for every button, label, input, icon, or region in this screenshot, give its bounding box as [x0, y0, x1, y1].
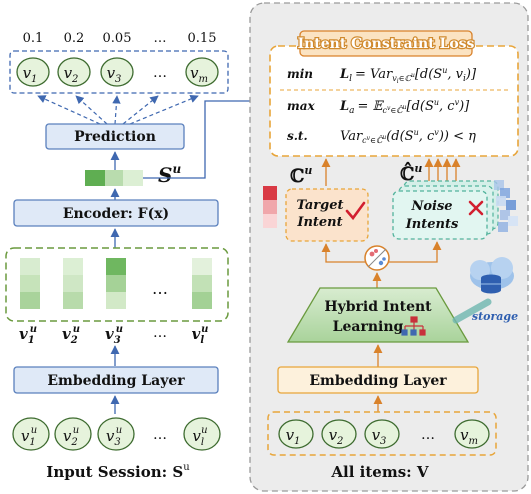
noise-set-symbol: ℂ̂u: [400, 161, 422, 185]
embedding-layer-right-box: [277, 366, 479, 394]
cross-icon: [468, 200, 484, 216]
encoder-box: [13, 199, 219, 227]
svg-text:v1u: v1u: [19, 324, 37, 346]
storage-label: storage: [472, 310, 518, 323]
prob-ellipsis: …: [154, 31, 167, 46]
svg-text:min: min: [287, 67, 313, 81]
output-items-box: [9, 50, 229, 94]
svg-text:vm: vm: [190, 64, 208, 85]
output-node-m: [185, 57, 219, 87]
left-caption: Input Session: Su: [46, 462, 190, 481]
svg-text:v1: v1: [23, 64, 38, 85]
all-items-box: [267, 411, 497, 456]
storage-arrow: [452, 298, 492, 324]
svg-text:max: max: [287, 99, 315, 113]
noise-intents-stack: [392, 180, 499, 240]
equation-3: s.t. Varcv∈ℂ̂u(d(Su, cv)) < η: [287, 128, 476, 145]
session-representation-bar: [85, 170, 143, 186]
svg-text:vlu: vlu: [192, 425, 207, 448]
probability-row: 0.1 0.2 0.05 … 0.15: [23, 31, 217, 46]
embedding-layer-left-box: [13, 366, 219, 394]
arrow-su-to-loss: [143, 96, 269, 179]
prob-2: 0.2: [64, 31, 85, 46]
svg-text:La= 𝔼cv∈ℂ̂u[d(Su, cv)]: La= 𝔼cv∈ℂ̂u[d(Su, cv)]: [339, 98, 470, 116]
storage-icon: [470, 257, 514, 294]
svg-text:v1u: v1u: [21, 425, 37, 448]
svg-text:…: …: [421, 427, 435, 443]
svg-text:v2: v2: [64, 64, 79, 85]
prediction-box: [45, 123, 185, 150]
hybrid-label-1: Hybrid Intent: [324, 299, 432, 315]
target-intent-box: [285, 188, 369, 242]
loss-title-box: [299, 30, 473, 57]
embedding-ellipsis: …: [152, 279, 168, 298]
check-icon: [345, 201, 366, 221]
encoder-label: Encoder: F(x): [63, 206, 169, 222]
embedding-layer-right-label: Embedding Layer: [309, 373, 447, 389]
noise-intent-label-1: Noise: [410, 199, 452, 214]
target-intent-label-2: Intent: [296, 215, 342, 230]
output-node-3: [100, 57, 134, 87]
svg-text:v1: v1: [286, 426, 301, 447]
prob-3: 0.05: [103, 31, 132, 46]
svg-text:v3: v3: [372, 426, 387, 447]
hierarchy-icon: [401, 316, 426, 336]
equation-1: min Ll= Varvi∈ℂu[d(Su, vi)]: [287, 66, 477, 85]
svg-text:v2u: v2u: [62, 324, 80, 346]
prob-1: 0.1: [23, 31, 44, 46]
svg-text:v3u: v3u: [106, 425, 122, 448]
arrow-to-noise-intents: [377, 241, 442, 263]
svg-text:vlu: vlu: [192, 324, 209, 346]
equation-2: max La= 𝔼cv∈ℂ̂u[d(Su, cv)]: [287, 98, 470, 116]
svg-text:s.t.: s.t.: [287, 129, 308, 143]
prediction-fan-arrows: [37, 94, 199, 125]
right-caption: All items: V: [330, 463, 429, 481]
embedding-labels: v1u v2u v3u … vlu: [19, 324, 208, 346]
output-node-ellipsis: …: [153, 65, 167, 81]
noise-intent-label-2: Intents: [405, 217, 459, 232]
target-set-symbol: ℂu: [290, 164, 312, 187]
loss-title: Intent Constraint Loss: [298, 36, 475, 52]
embedding-layer-left-label: Embedding Layer: [47, 373, 185, 389]
output-item-nodes: v1 v2 v3 … vm: [16, 57, 219, 87]
svg-text:v3u: v3u: [105, 324, 123, 346]
svg-text:v2: v2: [329, 426, 344, 447]
output-node-1: [16, 57, 50, 87]
target-intent-label-1: Target: [296, 198, 343, 213]
prob-m: 0.15: [188, 31, 217, 46]
embeddings-box: [5, 247, 229, 322]
svg-text:…: …: [153, 427, 167, 443]
clustering-icon: [364, 245, 390, 271]
svg-text:v3: v3: [107, 64, 122, 85]
noise-intent-vectors-icon: [494, 180, 518, 232]
svg-text:Ll= Varvi∈ℂu[d(Su, vi)]: Ll= Varvi∈ℂu[d(Su, vi)]: [339, 66, 477, 85]
hybrid-label-2: Learning: [333, 319, 404, 335]
su-symbol: Su: [158, 162, 181, 187]
svg-text:v2u: v2u: [63, 425, 79, 448]
svg-text:vm: vm: [460, 426, 478, 447]
session-nodes: v1u v2u v3u … vlu: [12, 417, 221, 451]
target-intent-vector-icon: [263, 186, 277, 228]
svg-text:Varcv∈ℂ̂u(d(Su, cv)) < η: Varcv∈ℂ̂u(d(Su, cv)) < η: [340, 128, 476, 145]
prediction-label: Prediction: [74, 129, 156, 145]
embedding-columns: [20, 258, 212, 309]
output-node-2: [57, 57, 91, 87]
svg-text:…: …: [153, 325, 167, 341]
all-item-nodes: v1 v2 v3 … vm: [278, 419, 490, 449]
